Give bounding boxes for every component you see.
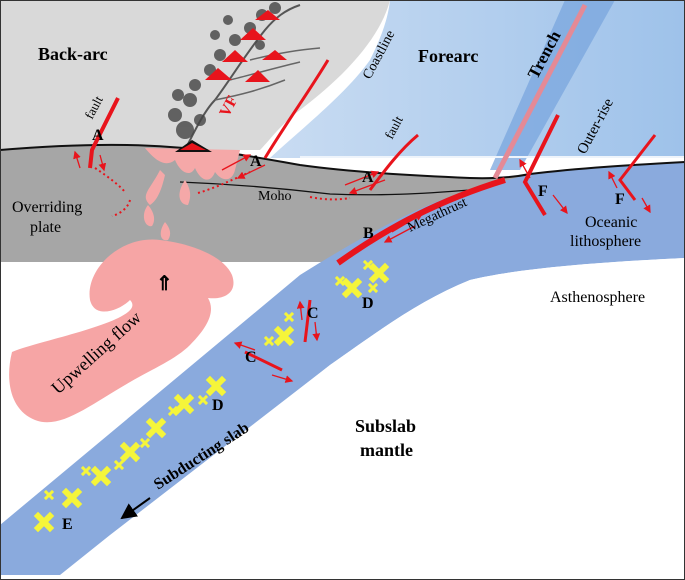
label-f1: F	[538, 183, 548, 200]
back-arc-label: Back-arc	[38, 44, 108, 64]
label-a2: A	[250, 153, 262, 170]
label-d1: D	[362, 295, 374, 312]
oceanic-label-1: Oceanic	[585, 214, 637, 231]
subslab-label-2: mantle	[360, 440, 413, 460]
label-c1: C	[307, 305, 319, 322]
asthenosphere-label: Asthenosphere	[550, 289, 645, 306]
label-e: E	[62, 516, 73, 533]
subslab-label-1: Subslab	[355, 416, 416, 436]
oceanic-label-2: lithosphere	[570, 233, 641, 250]
forearc-label: Forearc	[418, 46, 478, 66]
overriding-plate-label-2: plate	[30, 219, 61, 236]
label-f2: F	[615, 191, 625, 208]
overriding-plate-label-1: Overriding	[12, 199, 82, 216]
moho-label: Moho	[258, 189, 291, 204]
label-a3: A	[362, 169, 374, 186]
label-d2: D	[212, 397, 224, 414]
label-a1: A	[92, 127, 104, 144]
label-c2: C	[245, 349, 257, 366]
up-arrow-symbol: ⇑	[156, 273, 173, 295]
label-b: B	[363, 225, 374, 242]
